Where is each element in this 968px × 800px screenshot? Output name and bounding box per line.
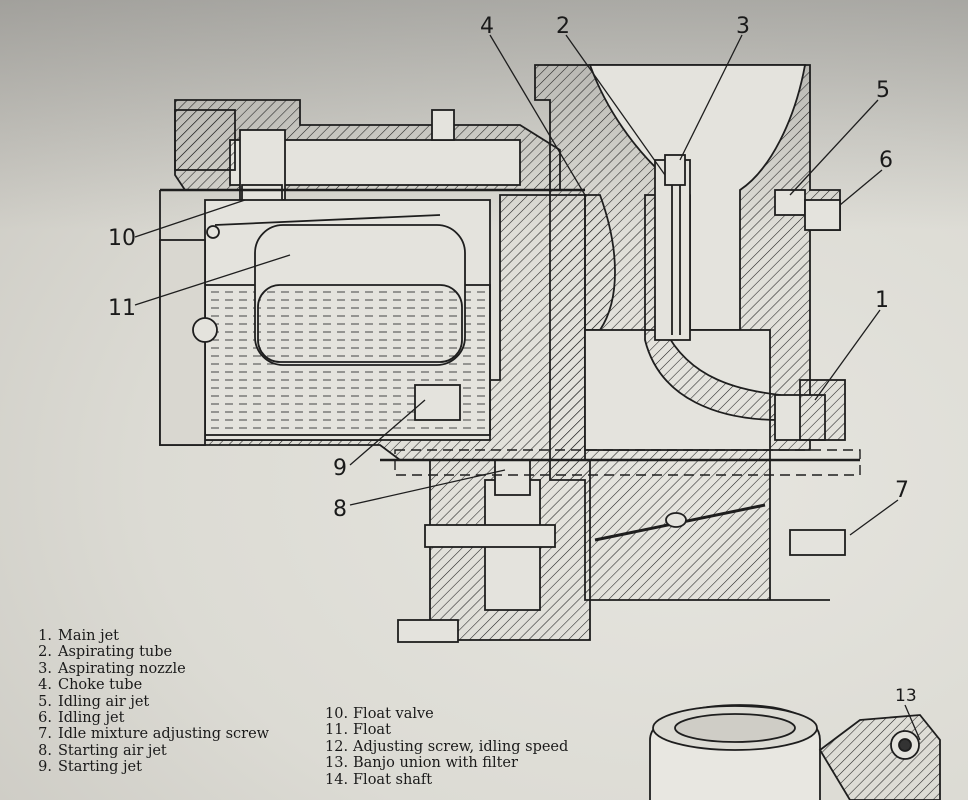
callout-13: 13 — [895, 686, 917, 706]
idling-air-jet — [774, 189, 806, 216]
legend-item: 14.Float shaft — [325, 771, 433, 788]
starting-air-jet — [494, 459, 531, 496]
float-arm — [214, 214, 441, 226]
leader-4 — [489, 34, 586, 196]
legend-item: 6.Idling jet — [38, 710, 125, 727]
banjo-fitting — [174, 109, 236, 171]
callout-5: 5 — [876, 78, 890, 103]
legend-item: 10.Float valve — [325, 706, 434, 722]
leader-7 — [849, 499, 899, 536]
legend-item: 1.Main jet — [38, 628, 119, 644]
idling-jet — [804, 199, 841, 231]
leader-2 — [565, 34, 666, 176]
throttle-spindle — [665, 512, 687, 528]
float-liquid — [257, 284, 463, 363]
wall-port — [192, 317, 218, 343]
legend-item: 11.Float — [325, 722, 391, 739]
starting-valve-shaft — [424, 524, 556, 548]
callout-10: 10 — [108, 226, 136, 251]
leader-6 — [839, 169, 883, 206]
leader-9 — [349, 399, 426, 466]
legend-item: 12.Adjusting screw, idling speed — [325, 738, 569, 755]
leader-10 — [134, 199, 246, 238]
callout-3: 3 — [736, 14, 750, 39]
callout-11: 11 — [108, 296, 136, 321]
legend-item: 3.Aspirating nozzle — [38, 660, 186, 677]
legend-item: 8.Starting air jet — [38, 742, 167, 759]
aspirating-nozzle — [664, 154, 686, 186]
legend-item: 4.Choke tube — [38, 677, 143, 694]
idle-mixture-screw — [789, 529, 846, 556]
legend-item: 2.Aspirating tube — [38, 644, 173, 661]
legend-item: 5.Idling air jet — [38, 693, 150, 710]
leader-5 — [789, 99, 879, 196]
legend-left: 1.Main jet 2.Aspirating tube 3.Aspiratin… — [30, 628, 269, 776]
legend-item: 7.Idle mixture adjusting screw — [38, 726, 270, 743]
leader-3 — [679, 34, 743, 161]
legend-item: 9.Starting jet — [38, 759, 142, 776]
leader-1 — [814, 309, 881, 401]
callout-2: 2 — [556, 14, 570, 39]
vent-plug — [431, 109, 455, 141]
legend-right: 10.Float valve 11.Float 12.Adjusting scr… — [325, 706, 568, 788]
leader-8 — [349, 469, 506, 506]
callout-4: 4 — [480, 14, 494, 39]
legend-item: 13.Banjo union with filter — [325, 755, 518, 772]
left-wall — [159, 239, 206, 446]
inset-carburettor-sketch — [649, 704, 941, 800]
callout-6: 6 — [879, 148, 893, 173]
callout-9: 9 — [333, 456, 347, 481]
callout-1: 1 — [875, 288, 889, 313]
leader-11 — [134, 254, 291, 306]
callout-8: 8 — [333, 497, 347, 522]
starting-lever-screw — [397, 619, 459, 643]
callout-7: 7 — [895, 478, 909, 503]
float-pivot — [206, 225, 220, 239]
base-flange — [394, 449, 861, 476]
